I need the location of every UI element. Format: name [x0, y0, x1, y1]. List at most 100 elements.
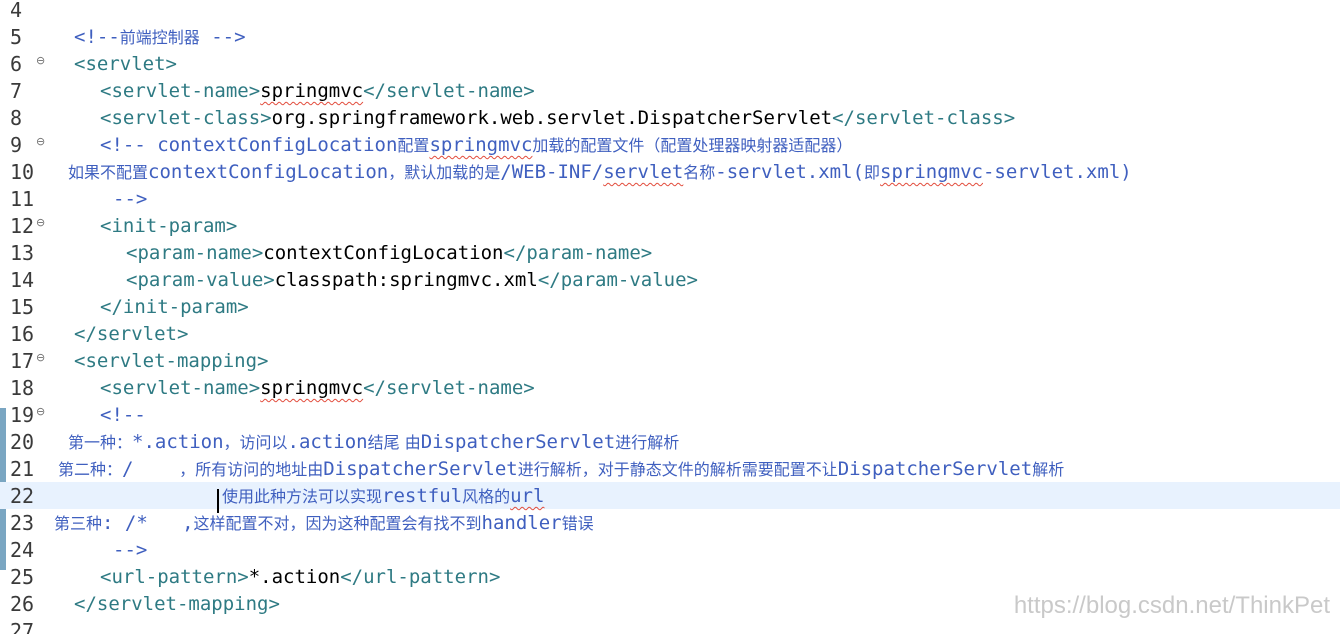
xml-tag-token: </servlet-name> — [363, 80, 535, 102]
code-line[interactable]: 26 </servlet-mapping> — [0, 590, 1340, 617]
code-line[interactable]: 9 ⊖ <!-- contextConfigLocation配置springmvc加… — [0, 131, 1340, 158]
code-line[interactable]: 17⊖ <servlet-mapping> — [0, 347, 1340, 374]
code-line[interactable]: 24 --> — [0, 536, 1340, 563]
comment-token: 结尾 由 — [367, 433, 421, 452]
line-number: 7 — [10, 79, 23, 103]
line-number: 27 — [10, 619, 35, 634]
code-text: <servlet-class>org.springframework.web.s… — [100, 106, 1015, 130]
xml-tag-token: </servlet-mapping> — [74, 593, 280, 615]
comment-token: --> — [113, 539, 148, 561]
comment-token: 即 — [864, 163, 881, 182]
comment-token: 如果不配置 — [68, 163, 149, 182]
text-token: *.action — [248, 566, 341, 588]
comment-token: 第一种： — [68, 433, 133, 452]
code-line[interactable]: 11--> — [0, 185, 1340, 212]
fold-collapse-icon[interactable]: ⊖ — [36, 54, 46, 67]
comment-token: 使用此种方法可以实现 — [222, 487, 383, 506]
text-token: contextConfigLocation — [263, 242, 504, 264]
code-line[interactable]: 12⊖ <init-param> — [0, 212, 1340, 239]
code-line[interactable]: 20 第一种：*.action，访问以.action结尾 由DispatcherS… — [0, 428, 1340, 455]
code-line[interactable]: 14<param-value>classpath:springmvc.xml</… — [0, 266, 1340, 293]
line-number: 26 — [10, 592, 35, 616]
text-token: classpath:springmvc.xml — [274, 269, 538, 291]
code-text: <!-- contextConfigLocation配置springmvc加载的… — [100, 133, 852, 158]
code-text: 第三种: /* ,这样配置不对，因为这种配置会有找不到handler错误 — [54, 511, 594, 536]
comment-token: ，所有访问的地址由 — [179, 460, 324, 479]
fold-collapse-icon[interactable]: ⊖ — [36, 216, 46, 229]
xml-tag-token: </servlet> — [74, 323, 189, 345]
fold-collapse-icon[interactable]: ⊖ — [36, 351, 46, 364]
code-line[interactable]: 27 — [0, 617, 1340, 634]
code-line[interactable]: 18<servlet-name>springmvc</servlet-name> — [0, 374, 1340, 401]
comment-token: handler — [481, 512, 562, 534]
code-text: </servlet-mapping> — [74, 592, 280, 616]
comment-token: 第二种： — [58, 460, 123, 479]
code-text: <servlet-name>springmvc</servlet-name> — [100, 376, 535, 400]
line-number: 10 — [10, 160, 35, 184]
code-line[interactable]: 8 <servlet-class>org.springframework.web.… — [0, 104, 1340, 131]
fold-collapse-icon[interactable]: ⊖ — [36, 135, 46, 148]
xml-tag-token: </servlet-name> — [363, 377, 535, 399]
code-text: <servlet-mapping> — [74, 349, 268, 373]
code-line[interactable]: 7 <servlet-name>springmvc</servlet-name> — [0, 77, 1340, 104]
code-text: 使用此种方法可以实现restful风格的url — [222, 484, 544, 509]
line-number: 8 — [10, 106, 23, 130]
code-text: <param-value>classpath:springmvc.xml</pa… — [126, 268, 698, 292]
line-number: 15 — [10, 295, 35, 319]
comment-token: DispatcherServlet — [420, 431, 616, 453]
line-number: 13 — [10, 241, 35, 265]
watermark: https://blog.csdn.net/ThinkPet — [1013, 592, 1330, 619]
comment-token: url — [510, 485, 545, 507]
line-number: 5 — [10, 25, 23, 49]
comment-token: /WEB-INF/ — [500, 161, 604, 183]
code-line[interactable]: 13<param-name>contextConfigLocation</par… — [0, 239, 1340, 266]
comment-token: <!-- contextConfigLocation — [100, 134, 398, 156]
code-line[interactable]: 19⊖<!-- — [0, 401, 1340, 428]
xml-tag-token: </param-value> — [537, 269, 698, 291]
code-text: <servlet-name>springmvc</servlet-name> — [100, 79, 535, 103]
code-line[interactable]: 4 — [0, 0, 1340, 23]
comment-token: 加载的配置文件（配置处理器映射器适配器） — [532, 136, 853, 155]
code-text: <url-pattern>*.action</url-pattern> — [100, 565, 500, 589]
comment-token: restful — [382, 485, 463, 507]
xml-tag-token: <param-value> — [126, 269, 275, 291]
comment-token: --> — [113, 188, 148, 210]
line-number: 17 — [10, 349, 35, 373]
text-caret — [217, 489, 219, 513]
text-token: org.springframework.web.servlet.Dispatch… — [271, 107, 833, 129]
fold-collapse-icon[interactable]: ⊖ — [36, 405, 46, 418]
comment-token: springmvc — [880, 161, 983, 183]
code-line[interactable]: 16</servlet> — [0, 320, 1340, 347]
code-line[interactable]: 6⊖<servlet> — [0, 50, 1340, 77]
comment-token: 第三种 — [54, 514, 103, 533]
code-text: <!--前端控制器 --> — [74, 25, 246, 50]
xml-tag-token: <servlet-name> — [100, 80, 261, 102]
xml-tag-token: <url-pattern> — [100, 566, 249, 588]
xml-tag-token: <init-param> — [100, 215, 238, 237]
code-text: 第一种：*.action，访问以.action结尾 由DispatcherSer… — [68, 430, 679, 455]
comment-token: springmvc — [429, 134, 533, 156]
code-line[interactable]: 15</init-param> — [0, 293, 1340, 320]
comment-token: -servlet.xml) — [982, 161, 1132, 183]
xml-tag-token: </url-pattern> — [340, 566, 501, 588]
comment-token: --> — [199, 26, 246, 48]
xml-tag-token: <servlet-name> — [100, 377, 261, 399]
line-number: 9 — [10, 133, 23, 157]
line-number: 12 — [10, 214, 35, 238]
code-text: <init-param> — [100, 214, 237, 238]
line-number: 6 — [10, 52, 23, 76]
line-number: 20 — [10, 430, 35, 454]
line-number: 25 — [10, 565, 35, 589]
code-text: --> — [113, 187, 147, 211]
code-line[interactable]: 25 <url-pattern>*.action</url-pattern> — [0, 563, 1340, 590]
line-number: 19 — [10, 403, 35, 427]
comment-token: 进行解析，对于静态文件的解析需要配置不让 — [517, 460, 838, 479]
code-line[interactable]: 5 <!--前端控制器 --> — [0, 23, 1340, 50]
line-number: 24 — [10, 538, 35, 562]
comment-token: DispatcherServlet — [837, 458, 1033, 480]
